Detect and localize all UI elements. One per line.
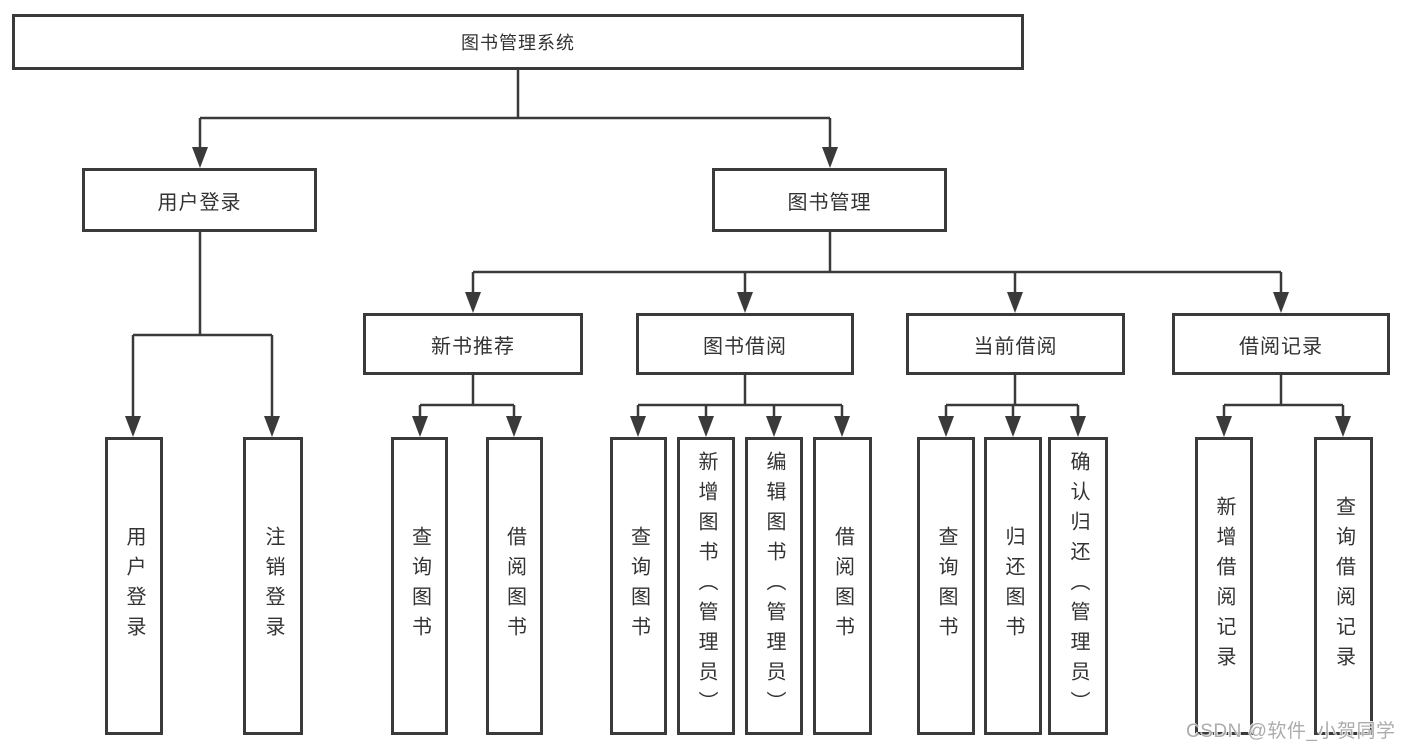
arrow-down-icon	[1007, 292, 1023, 313]
leaf-query-books-current: 查询图书	[917, 437, 975, 735]
connector-root-to-level2	[198, 70, 832, 150]
node-root-system: 图书管理系统	[12, 14, 1024, 70]
arrow-down-icon	[465, 292, 481, 313]
node-book-management: 图书管理	[712, 168, 947, 232]
arrow-down-icon	[630, 416, 646, 437]
connector-borrow-record-branch	[1222, 375, 1345, 419]
node-label: 用户登录	[157, 191, 242, 214]
leaf-borrow-books-recommend: 借阅图书	[486, 437, 543, 735]
leaf-query-borrow-record: 查询借阅记录	[1314, 437, 1373, 735]
node-label: 注销登录	[262, 526, 284, 646]
leaf-query-books-recommend: 查询图书	[391, 437, 448, 735]
leaf-add-borrow-record: 新增借阅记录	[1195, 437, 1253, 735]
node-label: 图书管理	[787, 191, 872, 214]
node-new-book-recommend: 新书推荐	[363, 313, 583, 375]
node-book-borrow: 图书借阅	[636, 313, 854, 375]
leaf-edit-books-admin: 编辑图书（管理员）	[745, 437, 803, 735]
node-borrow-record: 借阅记录	[1172, 313, 1390, 375]
leaf-borrow-books: 借阅图书	[813, 437, 872, 735]
arrow-down-icon	[766, 416, 782, 437]
node-label: 确认归还（管理员）	[1067, 451, 1089, 721]
arrow-down-icon	[822, 147, 838, 168]
arrow-down-icon	[1216, 416, 1232, 437]
arrow-down-icon	[125, 416, 141, 437]
node-user-login: 用户登录	[82, 168, 317, 232]
arrow-down-icon	[834, 416, 850, 437]
connector-current-borrow-branch	[944, 375, 1080, 419]
node-label: 借阅图书	[831, 526, 854, 646]
arrow-down-icon	[412, 416, 428, 437]
arrow-down-icon	[1335, 416, 1351, 437]
leaf-confirm-return-admin: 确认归还（管理员）	[1048, 437, 1108, 735]
node-label: 图书管理系统	[461, 33, 575, 53]
node-label: 借阅记录	[1239, 335, 1323, 358]
node-label: 查询借阅记录	[1332, 496, 1355, 676]
connector-book-borrow-branch	[636, 375, 844, 419]
node-label: 查询图书	[935, 526, 957, 646]
node-current-borrow: 当前借阅	[906, 313, 1125, 375]
node-label: 查询图书	[408, 526, 431, 646]
leaf-query-books-borrow: 查询图书	[610, 437, 667, 735]
node-label: 图书借阅	[703, 335, 787, 358]
node-label: 用户登录	[123, 526, 145, 646]
arrow-down-icon	[737, 292, 753, 313]
leaf-return-books: 归还图书	[984, 437, 1042, 735]
arrow-down-icon	[1070, 416, 1086, 437]
arrow-down-icon	[1273, 292, 1289, 313]
node-label: 当前借阅	[973, 335, 1058, 358]
node-label: 编辑图书（管理员）	[763, 451, 785, 721]
node-label: 查询图书	[627, 526, 650, 646]
arrow-down-icon	[1005, 416, 1021, 437]
node-label: 新增图书（管理员）	[695, 451, 717, 721]
node-label: 借阅图书	[503, 526, 526, 646]
arrow-down-icon	[698, 416, 714, 437]
node-label: 新书推荐	[431, 335, 515, 358]
arrow-down-icon	[192, 147, 208, 168]
arrow-down-icon	[938, 416, 954, 437]
connector-new-book-branch	[418, 375, 516, 419]
arrow-down-icon	[264, 416, 280, 437]
connector-user-login-branch	[131, 232, 274, 419]
leaf-user-login: 用户登录	[105, 437, 163, 735]
csdn-watermark: CSDN @软件_小贺同学	[1186, 721, 1396, 742]
connector-book-management-branch	[471, 232, 1283, 295]
leaf-logout: 注销登录	[243, 437, 303, 735]
node-label: 归还图书	[1002, 526, 1024, 646]
node-label: 新增借阅记录	[1213, 496, 1235, 676]
arrow-down-icon	[506, 416, 522, 437]
leaf-add-books-admin: 新增图书（管理员）	[677, 437, 735, 735]
